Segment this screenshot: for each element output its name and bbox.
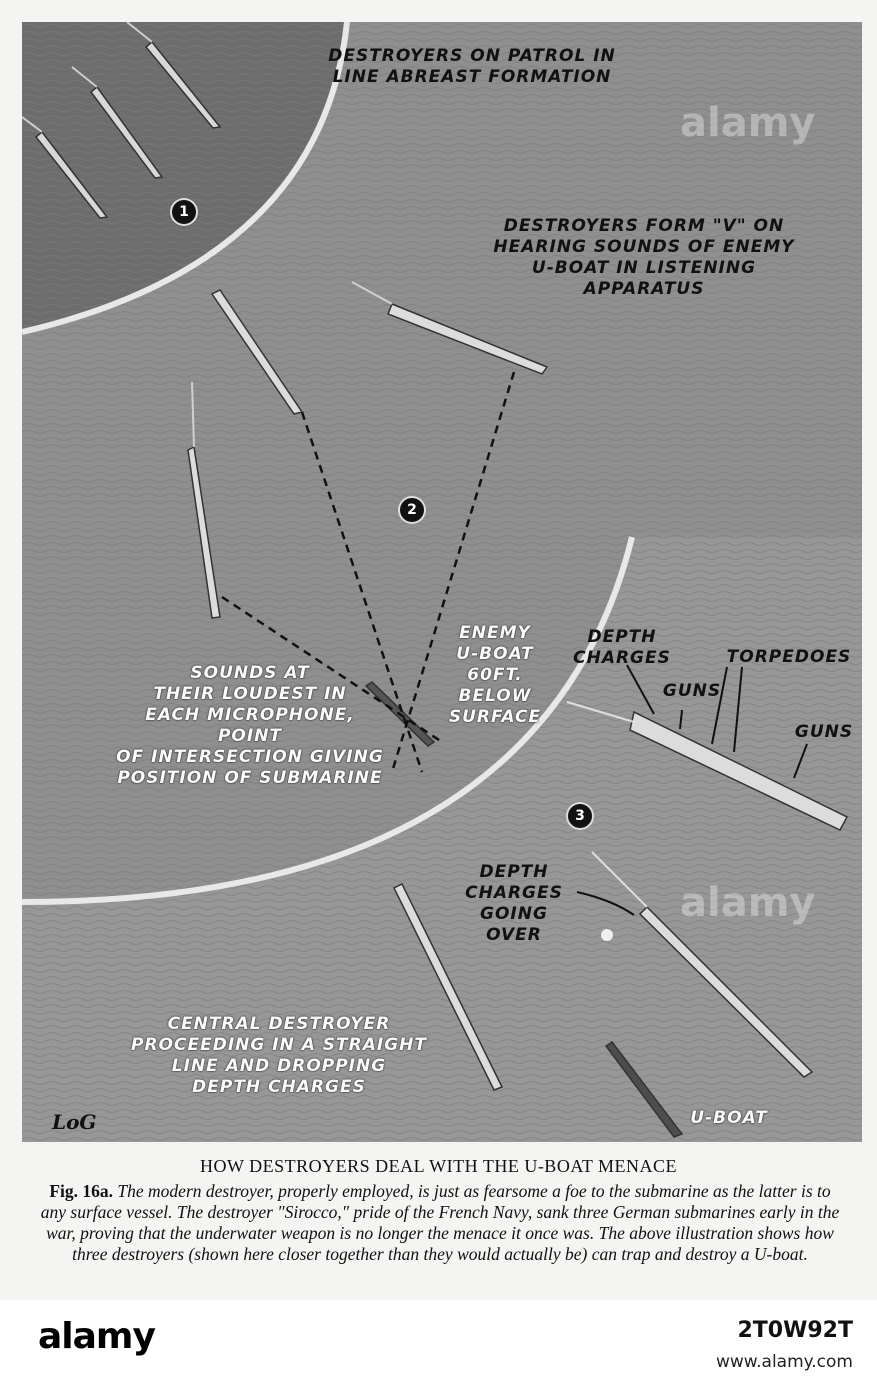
watermark-bar <box>0 1300 877 1390</box>
v-ship-left <box>210 289 304 415</box>
watermark-image-id: 2T0W92T <box>737 1318 853 1343</box>
label-sounds: SOUNDS AT THEIR LOUDEST IN EACH MICROPHO… <box>116 663 384 788</box>
caption-heading: HOW DESTROYERS DEAL WITH THE U-BOAT MENA… <box>200 1156 677 1176</box>
attack-uboat <box>604 1040 684 1138</box>
label-patrol: DESTROYERS ON PATROL IN LINE ABREAST FOR… <box>328 46 616 87</box>
label-form-v: DESTROYERS FORM "V" ON HEARING SOUNDS OF… <box>493 216 795 299</box>
caption-body: Fig. 16a. The modern destroyer, properly… <box>40 1181 840 1265</box>
label-enemy-uboat: ENEMY U-BOAT 60FT. BELOW SURFACE <box>448 623 542 727</box>
step-1-marker: 1 <box>172 200 196 224</box>
attack-ship-armed <box>629 710 849 831</box>
attack-ship-central <box>392 882 504 1091</box>
label-central-destroyer: CENTRAL DESTROYER PROCEEDING IN A STRAIG… <box>131 1014 427 1097</box>
sea-scene <box>22 22 862 1142</box>
label-guns-1: GUNS <box>662 681 722 701</box>
bearing-lines <box>221 371 516 773</box>
artist-signature: LoG <box>52 1110 97 1134</box>
watermark-url: www.alamy.com <box>715 1352 853 1372</box>
v-ship-center <box>187 445 221 619</box>
figure-label: Fig. 16a. <box>49 1181 114 1201</box>
label-guns-2: GUNS <box>794 722 854 742</box>
patrol-ship-3 <box>144 40 222 129</box>
attack-ship-right <box>638 905 814 1078</box>
v-ship-right <box>387 303 549 375</box>
label-depth-charges-going-over: DEPTH CHARGES GOING OVER <box>465 862 563 945</box>
watermark-ghost-2: alamy <box>680 880 816 926</box>
illustration: DESTROYERS ON PATROL IN LINE ABREAST FOR… <box>22 22 862 1142</box>
step-2-marker: 2 <box>400 498 424 522</box>
watermark-ghost-1: alamy <box>680 100 816 146</box>
caption-text: The modern destroyer, properly employed,… <box>40 1181 840 1264</box>
watermark-logo: alamy <box>38 1316 156 1357</box>
label-depth-charges: DEPTH CHARGES <box>573 627 671 668</box>
panel-3-attack <box>22 536 862 1142</box>
label-torpedoes: TORPEDOES <box>726 647 852 667</box>
patrol-ship-1 <box>34 130 109 219</box>
label-uboat: U-BOAT <box>690 1108 768 1128</box>
panel-1-patrol <box>22 22 350 335</box>
step-3-marker: 3 <box>568 804 592 828</box>
patrol-ship-2 <box>89 85 164 179</box>
